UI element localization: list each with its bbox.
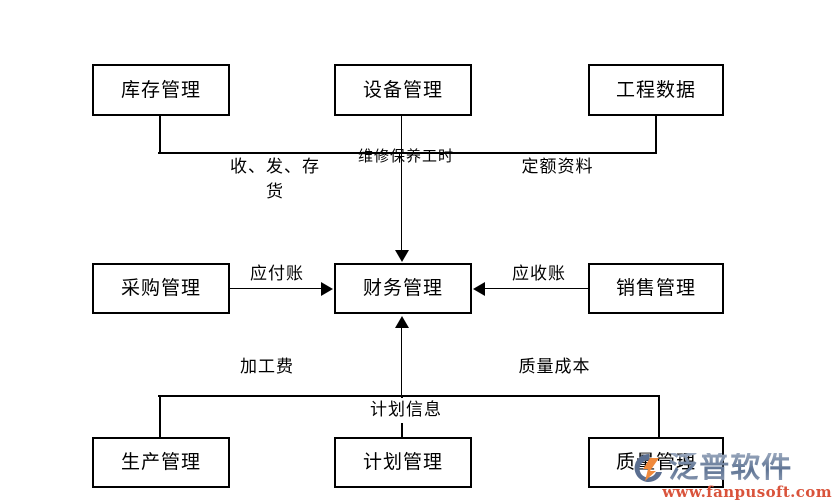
edge-label-equipment: 维修保养工时 (357, 147, 454, 165)
connector-engineering-drop (655, 116, 657, 154)
arrowhead-into-finance-top (395, 250, 409, 262)
node-quality[interactable]: 质量管理 (588, 437, 724, 488)
node-purchasing[interactable]: 采购管理 (92, 263, 230, 314)
edge-label-planning: 计划信息 (340, 398, 472, 423)
arrowhead-into-finance-left (321, 282, 333, 296)
connector-purchasing-to-finance (230, 288, 322, 289)
connector-equipment-trunk (401, 116, 402, 251)
arrowhead-into-finance-bottom (395, 316, 409, 328)
edge-label-inventory: 收、发、存 货 (230, 157, 320, 202)
node-sales[interactable]: 销售管理 (588, 263, 724, 314)
node-planning[interactable]: 计划管理 (334, 437, 472, 488)
edge-label-quality: 质量成本 (518, 357, 591, 377)
connector-production-riser (159, 395, 161, 439)
node-inventory[interactable]: 库存管理 (92, 64, 230, 116)
edge-label-sales: 应收账 (512, 264, 566, 284)
edge-label-engineering: 定额资料 (521, 157, 594, 177)
node-production[interactable]: 生产管理 (92, 437, 230, 488)
node-finance[interactable]: 财务管理 (334, 263, 472, 314)
connector-inventory-drop (159, 116, 161, 154)
node-engineering[interactable]: 工程数据 (588, 64, 724, 116)
connector-quality-riser (658, 395, 660, 439)
edge-label-purchasing: 应付账 (250, 264, 304, 284)
edge-label-production: 加工费 (240, 357, 294, 377)
connector-bottom-trunk (401, 328, 402, 438)
connector-bottom-rail (158, 395, 660, 397)
connector-top-rail (158, 152, 657, 154)
arrowhead-into-finance-right (473, 282, 485, 296)
connector-sales-to-finance (485, 288, 588, 289)
node-equipment[interactable]: 设备管理 (334, 64, 472, 116)
